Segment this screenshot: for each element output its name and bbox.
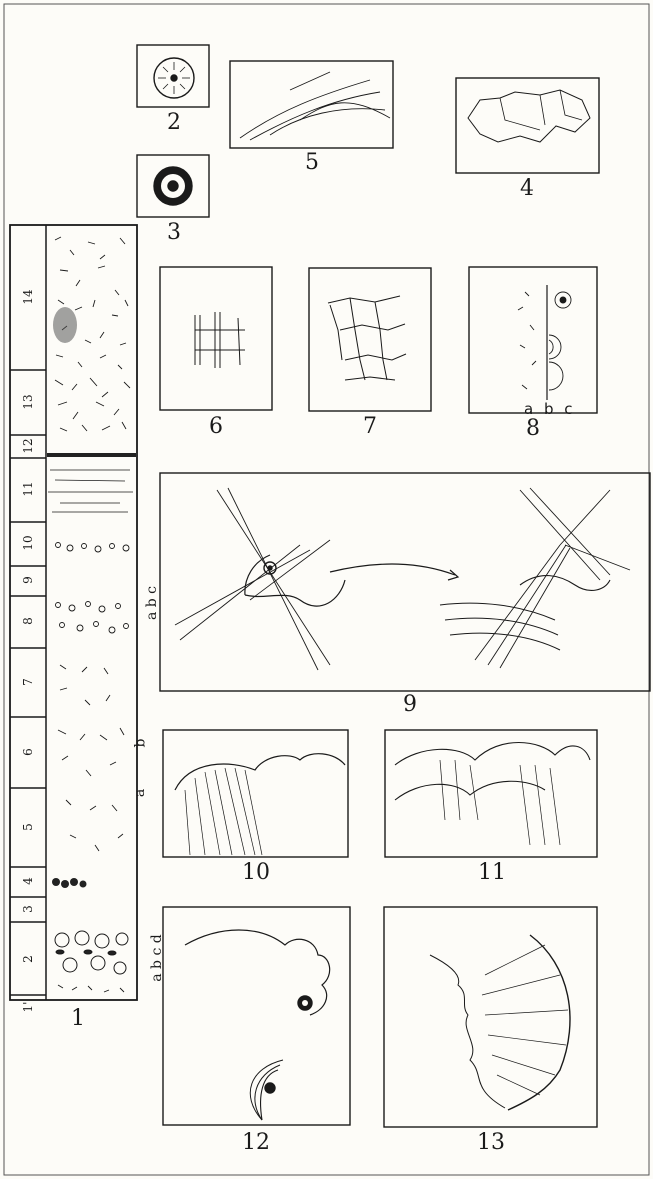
- fig10: [163, 730, 348, 857]
- fig8-label: 8: [503, 418, 563, 440]
- layer-label-8: 8: [21, 606, 35, 636]
- layer-label-1: 1': [21, 992, 35, 1022]
- fig1-label: 1: [48, 1008, 108, 1030]
- fig7: [309, 268, 431, 411]
- fig3-label: 3: [144, 222, 204, 244]
- fig6-label: 6: [186, 416, 246, 438]
- column-texture-14-13: [53, 237, 130, 431]
- fig11: [385, 730, 597, 857]
- layer-label-6: 6: [21, 737, 35, 767]
- layer-label-10: 10: [21, 528, 35, 558]
- fig7-label: 7: [340, 416, 400, 438]
- layer-label-13: 13: [21, 387, 35, 417]
- layer-label-12: 12: [21, 431, 35, 461]
- column-texture-7-5: [58, 665, 124, 851]
- layer-label-2: 2: [21, 944, 35, 974]
- fig12-label: 12: [226, 1132, 286, 1154]
- fig5-label: 5: [282, 152, 342, 174]
- column-texture-pebbles: [56, 543, 130, 634]
- column-texture-2: [55, 931, 128, 974]
- layer-label-3: 3: [21, 894, 35, 924]
- column-letter-a: a: [132, 789, 148, 797]
- column-letter-b: b: [132, 739, 148, 748]
- fig11-label: 11: [462, 862, 522, 884]
- column-letters-lower: a b c d: [149, 913, 165, 1003]
- layer-label-9: 9: [21, 565, 35, 595]
- layer-label-14: 14: [21, 282, 35, 312]
- column-letters-upper: a b c: [144, 573, 160, 633]
- fig12: [163, 907, 350, 1125]
- fig6: [160, 267, 272, 410]
- column-texture-1: [58, 985, 124, 992]
- layer-label-11: 11: [21, 474, 35, 504]
- fig13: [384, 907, 597, 1127]
- layer-label-4: 4: [21, 866, 35, 896]
- layer-label-5: 5: [21, 812, 35, 842]
- fig5: [230, 61, 393, 148]
- layer-label-7: 7: [21, 667, 35, 697]
- fig4: [456, 78, 599, 173]
- fig2-label: 2: [144, 112, 204, 134]
- fig3: [137, 155, 209, 217]
- fig8: [469, 267, 597, 413]
- fig4-label: 4: [497, 178, 557, 200]
- column-texture-11: [48, 470, 133, 512]
- fig10-label: 10: [226, 862, 286, 884]
- fig2: [137, 45, 209, 107]
- column-texture-4: [52, 878, 87, 888]
- fig13-label: 13: [461, 1132, 521, 1154]
- fig8-letters: a b c: [524, 400, 576, 418]
- fig9: [160, 473, 650, 691]
- fig9-label: 9: [380, 694, 440, 716]
